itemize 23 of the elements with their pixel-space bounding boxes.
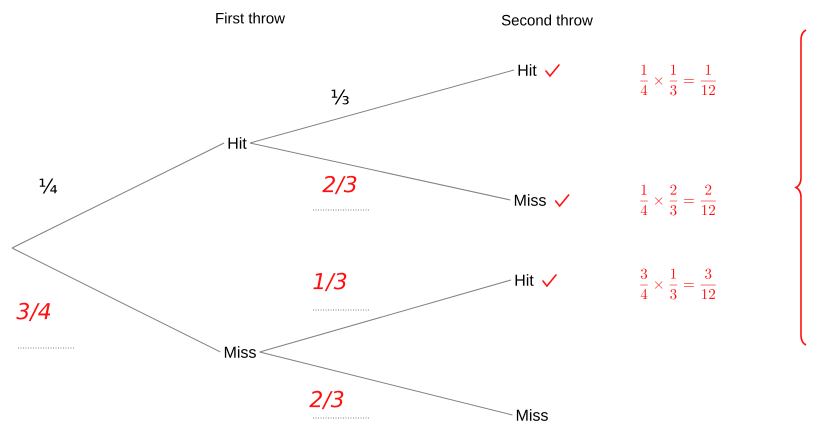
outcome-label: Hit	[516, 274, 534, 286]
handwritten-calculation: $\frac{1}{4}\times\frac{1}{3}=\frac{1}{12}$	[640, 64, 716, 96]
handwritten-calculation: $\frac{1}{4}\times\frac{2}{3}=\frac{2}{12}$	[640, 184, 716, 216]
outcome-label: Hit	[228, 137, 247, 149]
outcome-label: Hit	[518, 64, 537, 76]
outcome-label: Miss	[224, 346, 256, 358]
branch-line	[259, 352, 513, 416]
probability-label: ¼	[40, 178, 58, 194]
branch-line	[12, 142, 225, 248]
branch-line	[259, 280, 512, 352]
column-heading: First throw	[216, 12, 286, 24]
probability-label: ⅓	[332, 89, 349, 105]
outcome-label: Miss	[516, 409, 548, 421]
branch-line	[12, 248, 221, 352]
branch-line	[249, 70, 515, 144]
outcome-label: Miss	[514, 194, 546, 206]
handwritten-calculation: $\frac{3}{4}\times\frac{1}{3}=\frac{3}{12}$	[640, 268, 716, 300]
handwritten-probability: 2/3	[322, 176, 356, 194]
handwritten-probability: 1/3	[313, 272, 346, 292]
branch-line	[249, 142, 511, 200]
handwritten-probability: 3/4	[16, 302, 50, 322]
column-heading: Second throw	[502, 14, 593, 26]
handwritten-probability: 2/3	[309, 390, 344, 410]
